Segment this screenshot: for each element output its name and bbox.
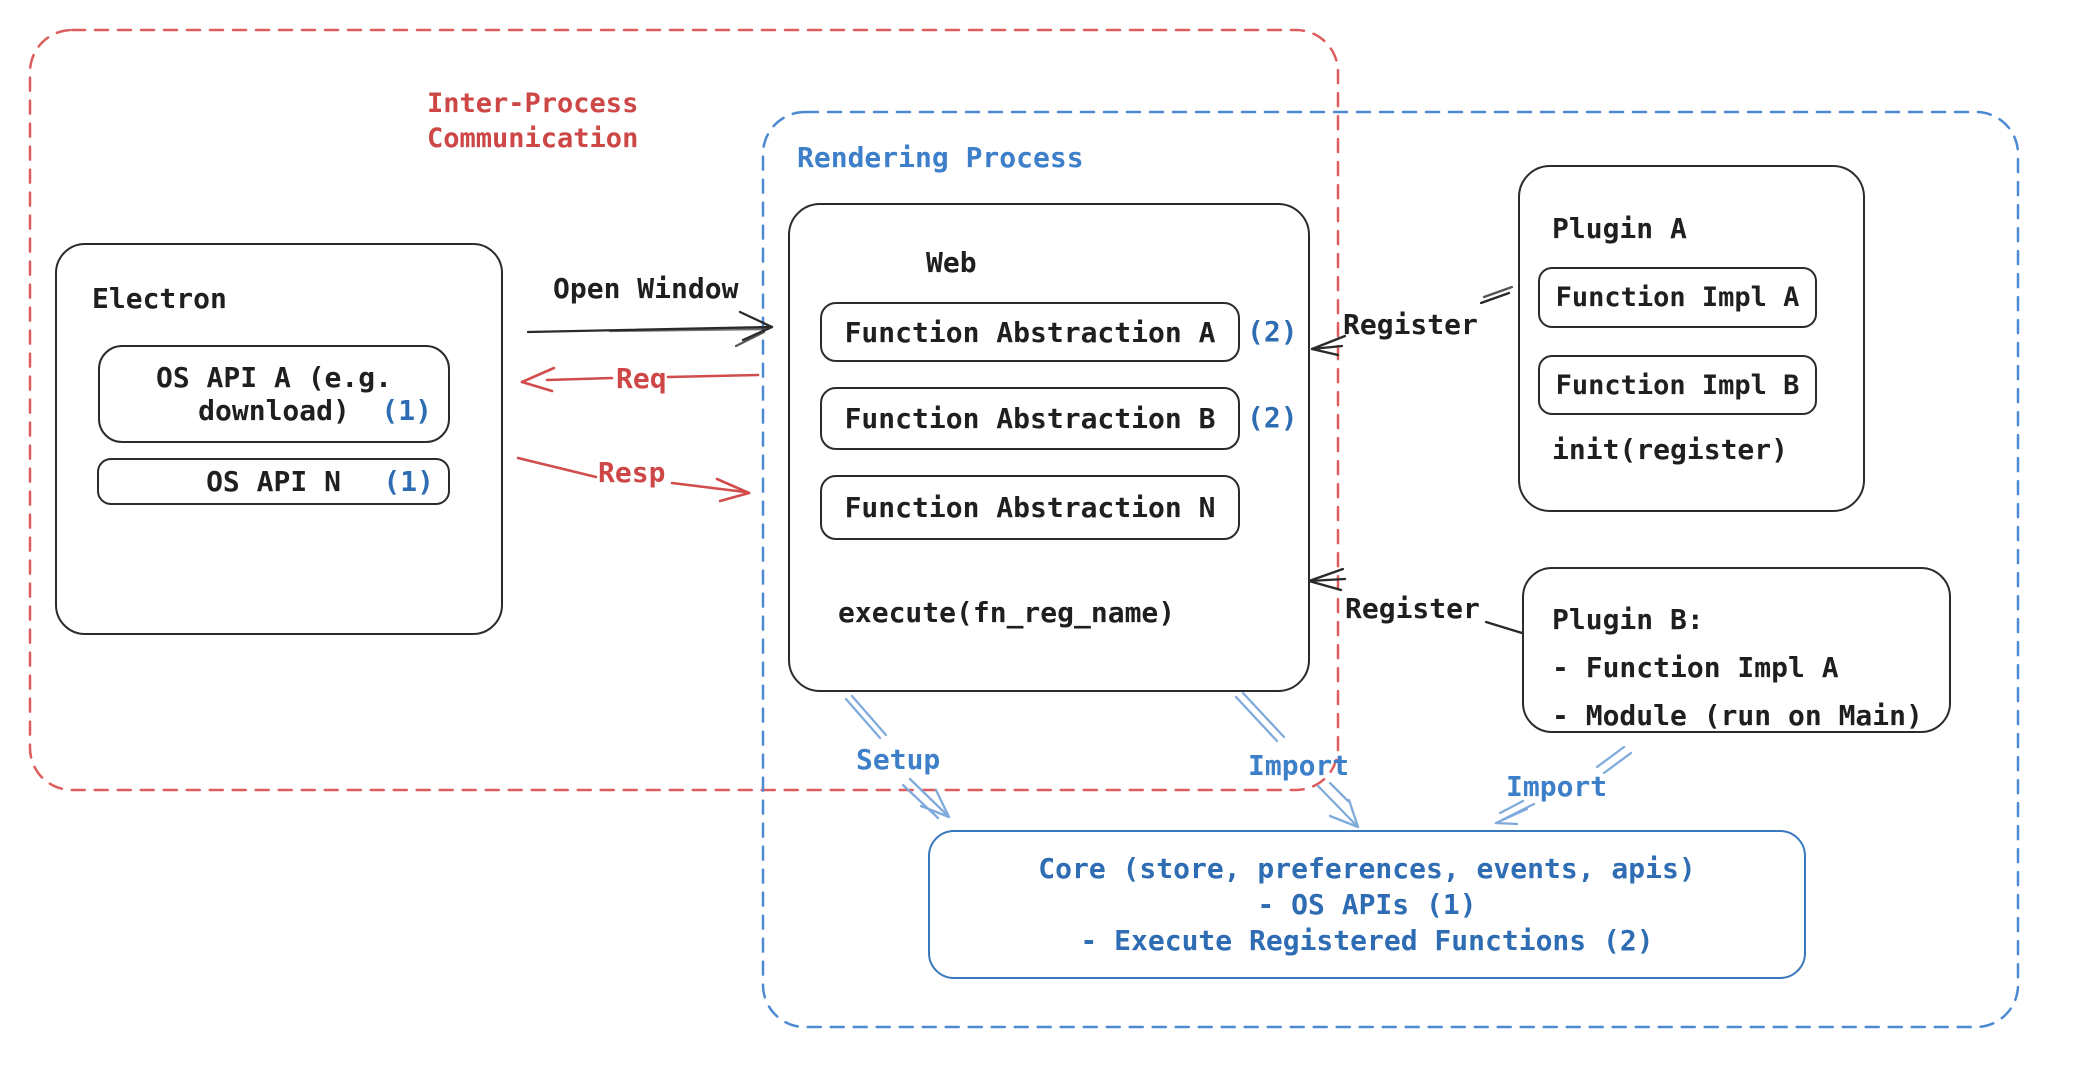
import-web-label: Import [1248, 749, 1350, 782]
function-abstraction-a-box: Function Abstraction A [820, 302, 1240, 362]
resp-arrow [516, 456, 751, 503]
electron-title: Electron [92, 282, 227, 315]
os-api-a-label-line2: download) [198, 394, 350, 427]
register-plugin-b-label: Register [1345, 592, 1480, 625]
plugin-b-text: Plugin B:- Function Impl A- Module (run … [1552, 603, 1923, 732]
function-impl-a-box: Function Impl A [1538, 267, 1817, 328]
plugin-a-box [1518, 165, 1865, 512]
function-abstraction-b-box: Function Abstraction B [820, 387, 1240, 450]
plugin-a-title: Plugin A [1552, 212, 1687, 245]
import-web-arrow [1234, 691, 1360, 829]
import-plugin-b-label: Import [1506, 770, 1608, 803]
core-line-2: - OS APIs (1) [1257, 887, 1477, 921]
resp-label: Resp [598, 456, 666, 489]
rendering-dashed-box [761, 110, 2020, 1029]
register-plugin-b-arrow [1307, 567, 1524, 635]
execute-label: execute(fn_reg_name) [838, 596, 1176, 629]
web-title: Web [926, 246, 977, 279]
function-abstraction-n-box: Function Abstraction N [820, 475, 1240, 540]
req-arrow [520, 366, 760, 393]
os-api-n-badge: (1) [383, 465, 434, 498]
register-plugin-a-arrow [1310, 285, 1514, 357]
function-impl-b-box: Function Impl B [1538, 355, 1817, 415]
setup-label: Setup [856, 743, 941, 776]
os-api-n-label: OS API N [206, 465, 341, 498]
init-register-label: init(register) [1552, 433, 1789, 466]
import-plugin-b-arrow [1494, 745, 1633, 826]
plugin-b-box [1522, 567, 1951, 733]
os-api-n-box: OS API N (1) [97, 458, 450, 505]
function-impl-b-label: Function Impl B [1555, 369, 1800, 401]
function-b-badge: (2) [1247, 401, 1298, 434]
open-window-label: Open Window [553, 272, 739, 305]
register-plugin-a-label: Register [1343, 308, 1478, 341]
function-abstraction-n-label: Function Abstraction N [844, 491, 1216, 524]
function-abstraction-a-label: Function Abstraction A [844, 315, 1216, 349]
core-box: Core (store, preferences, events, apis) … [928, 830, 1806, 979]
os-api-a-badge: (1) [381, 394, 432, 427]
os-api-a-label-line1: OS API A (e.g. [155, 361, 392, 394]
req-label: Req [616, 362, 667, 395]
setup-arrow [844, 694, 951, 820]
os-api-a-box: OS API A (e.g. download) (1) [98, 345, 450, 443]
function-a-badge: (2) [1247, 315, 1298, 348]
core-line-3: - Execute Registered Functions (2) [1080, 923, 1654, 957]
function-abstraction-b-label: Function Abstraction B [844, 402, 1216, 435]
ipc-dashed-box [28, 28, 1340, 792]
rendering-region-title: Rendering Process [797, 141, 1084, 174]
open-window-arrow [526, 310, 774, 348]
core-line-1: Core (store, preferences, events, apis) [1038, 851, 1696, 885]
function-impl-a-label: Function Impl A [1555, 282, 1800, 313]
